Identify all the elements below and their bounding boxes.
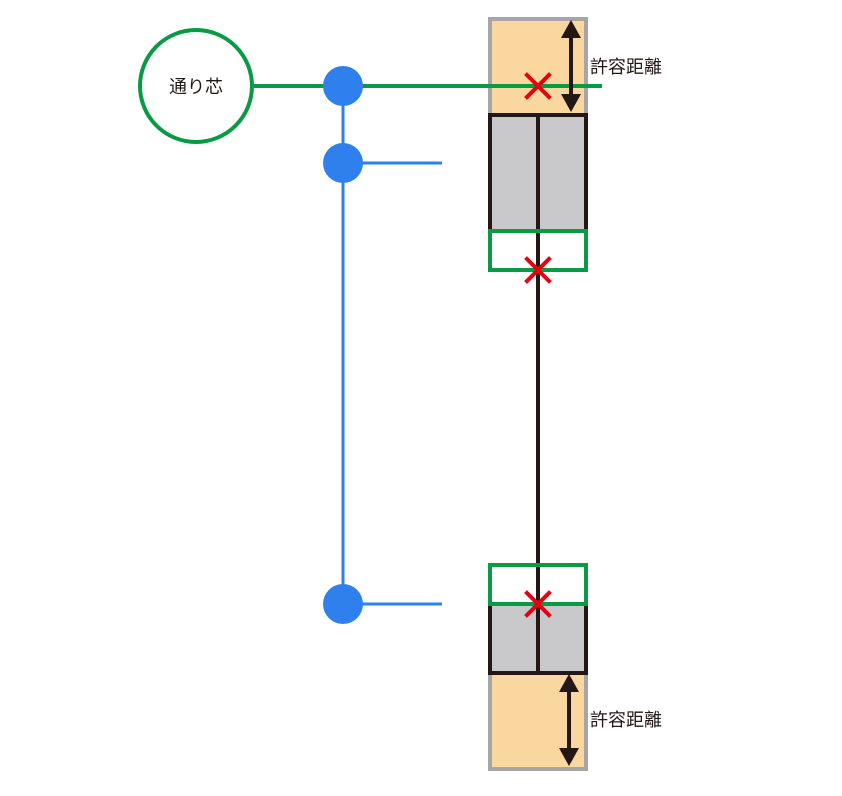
bottom-allowable-distance-label: 許容距離 bbox=[590, 710, 662, 731]
x-mark-icon bbox=[524, 72, 552, 100]
grid-line-label: 通り芯 bbox=[169, 77, 223, 98]
bottom-distance-arrow-icon bbox=[559, 674, 579, 766]
grid-line-circle bbox=[138, 28, 254, 144]
x-mark-icon bbox=[524, 256, 552, 284]
dot-icon bbox=[323, 66, 363, 106]
dot-icon bbox=[323, 143, 363, 183]
x-mark-icon bbox=[524, 590, 552, 618]
top-allowable-distance-label: 許容距離 bbox=[590, 57, 662, 78]
top-distance-arrow-icon bbox=[561, 20, 581, 112]
dot-icon bbox=[323, 584, 363, 624]
